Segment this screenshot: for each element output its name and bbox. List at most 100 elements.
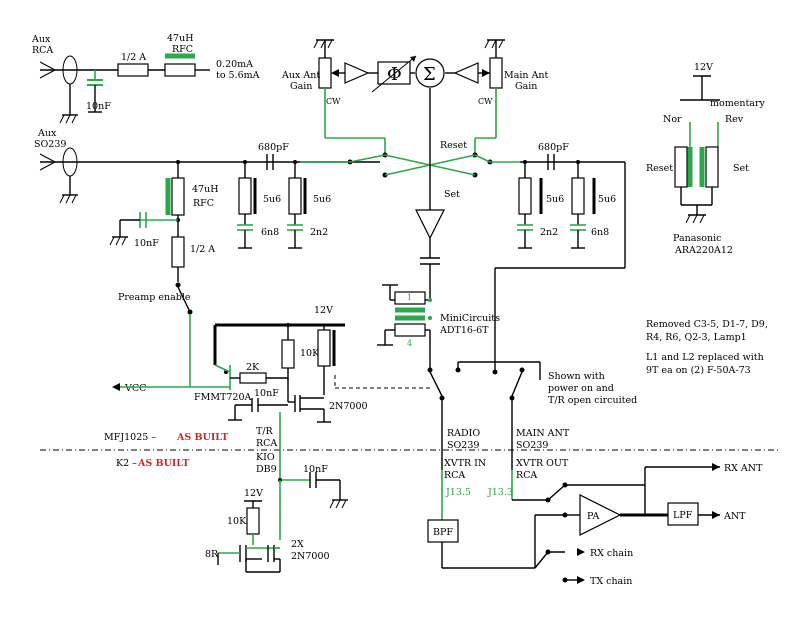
transformer-part-label: ADT16-6T: [439, 325, 489, 336]
k2-mosfet-label-2: 2N7000: [291, 551, 330, 562]
sum-symbol: Σ: [423, 64, 436, 85]
tr-rca-label-2: RCA: [256, 438, 277, 449]
rfc-aux-rca-label-1: 47uH: [167, 33, 194, 44]
aux-ant-gain-pot: [318, 57, 332, 89]
output-buffer-amp: [415, 209, 445, 240]
k2-12v-label: 12V: [244, 488, 263, 499]
k2-interface: 10nF 12V 10K 2X 2N7000 8R: [205, 432, 348, 573]
db9-label: DB9: [256, 464, 277, 475]
relay-coil-tr: [317, 329, 331, 367]
rfc-aux-rca-label-2: RFC: [172, 44, 193, 55]
cap-main-6n8-label: 6n8: [591, 227, 609, 238]
rfc-aux-so239-label-2: RFC: [193, 198, 214, 209]
relay-set-coil: [705, 146, 719, 188]
relay-momentary-label: momentary: [710, 98, 765, 109]
transformer-brand-label: MiniCircuits: [440, 313, 500, 324]
lpf-block: [667, 502, 699, 526]
panasonic-relay-inset: 12V momentary Nor Rev Reset Set Panasoni…: [646, 62, 765, 256]
k2-as-built: AS BUILT: [137, 458, 189, 469]
set-label: Set: [444, 189, 460, 200]
aux-rca-label-2: RCA: [32, 45, 53, 56]
rx-ant-label: RX ANT: [724, 463, 763, 474]
k2-10nf-label: 10nF: [303, 464, 328, 475]
mfj-label: MFJ1025 –: [104, 432, 156, 443]
note-line-2: R4, R6, Q2-3, Lamp1: [646, 332, 747, 343]
inductor-aux-a-label: 5u6: [263, 194, 281, 205]
ant-label: ANT: [723, 511, 746, 522]
main-gain-label-1: Main Ant: [504, 70, 549, 81]
cap-main-2n2-label: 2n2: [540, 227, 558, 238]
inductor-main-5u6-a: [518, 177, 532, 215]
aux-gain-label-2: Gain: [290, 81, 312, 92]
phase-symbol: Φ: [387, 64, 402, 85]
bpf-block: [427, 519, 459, 543]
tr-relay: Shown with power on and T/R open circuit…: [334, 361, 637, 470]
aux-so239-label: Aux: [37, 128, 57, 139]
mfj-as-built: AS BUILT: [176, 432, 228, 443]
pa-label: PA: [587, 511, 600, 522]
inductor-main-a-label: 5u6: [546, 194, 564, 205]
reset-set-relay: Reset Set: [300, 140, 520, 301]
xvtr-in-label-2: RCA: [444, 470, 465, 481]
aux-so239-section: Aux SO239 680pF 47uH RFC 10nF 1/2 A Prea…: [34, 128, 380, 387]
relay-reset-label: Reset: [646, 163, 673, 174]
main-buffer-amp: [453, 62, 479, 84]
tr-note-line2: power on and: [548, 383, 614, 394]
k2-mosfet-label-1: 2X: [291, 539, 304, 550]
main-ant-section: 680pF 5u6 5u6 2n2 6n8: [494, 142, 626, 372]
summing-junction: [415, 58, 445, 88]
j13-5-label: J13.5: [445, 487, 471, 498]
inductor-aux-5u6-a: [238, 177, 252, 215]
xvtr-out-label-2: RCA: [516, 470, 537, 481]
relay-rev-label: Rev: [725, 114, 744, 125]
note-line-4: 9T ea on (2) F-50A-73: [646, 365, 751, 376]
aux-gain-label-1: Aux Ant: [281, 70, 320, 81]
k2-10k-resistor: [246, 507, 260, 535]
bpf-label: BPF: [433, 527, 453, 538]
radio-so239-label-1: RADIO: [447, 428, 480, 439]
cap-aux-2n2-label: 2n2: [310, 227, 328, 238]
tr-note-line1: Shown with: [548, 371, 605, 382]
aux-680pf-label: 680pF: [258, 142, 289, 153]
vcc-label: VCC: [124, 383, 146, 394]
phasing-network: Aux Ant Gain CW Φ Σ Main Ant Gain CW: [281, 39, 549, 155]
relay-nor-label: Nor: [663, 114, 682, 125]
reset-label: Reset: [440, 140, 467, 151]
tr-mosfet-label: 2N7000: [329, 401, 368, 412]
inductor-aux-5u6-b: [288, 177, 302, 215]
inductor-main-5u6-b: [571, 177, 585, 215]
xvtr-out-label-1: XVTR OUT: [516, 458, 569, 469]
pa-block: [579, 494, 622, 536]
tr-rca-label-1: T/R: [256, 426, 274, 437]
main-gain-label-2: Gain: [515, 81, 537, 92]
main-ant-gain-pot: [489, 57, 503, 89]
k2-label: K2 –: [116, 458, 137, 469]
aux-rca-label: Aux: [31, 34, 51, 45]
bias-2k-resistor: [239, 372, 267, 384]
bias-10nf-label: 10nF: [254, 388, 279, 399]
aux-buffer-amp: [344, 62, 370, 84]
transformer-pin4: 4: [407, 339, 412, 348]
kio-label: KIO: [256, 452, 275, 463]
j13-3-label: J13.3: [487, 487, 513, 498]
lpf-label: LPF: [673, 510, 693, 521]
aux-rca-cap-label: 10nF: [86, 101, 111, 112]
relay-set-label: Set: [733, 163, 749, 174]
rx-chain-label: RX chain: [590, 548, 633, 559]
aux-so239-label-2: SO239: [34, 139, 66, 150]
current-range-label-1: 0.20mA: [216, 59, 253, 70]
main-ant-so239-label-1: MAIN ANT: [516, 428, 570, 439]
relay-part-label: ARA220A12: [674, 245, 733, 256]
transformer-pin1: 1: [407, 293, 412, 302]
build-notes: Removed C3-5, D1-7, D9, R4, R6, Q2-3, La…: [646, 319, 768, 376]
main-cw-label: CW: [478, 97, 493, 106]
bias-switch-section: 12V 10K VCC FMMT720A 2K 2N7000: [112, 305, 368, 432]
note-line-3: L1 and L2 replaced with: [646, 352, 764, 363]
rfc-aux-so239: [171, 177, 185, 216]
aux-matching-network: 5u6 5u6 6n8 2n2: [237, 160, 331, 249]
transformer-primary: [394, 291, 426, 305]
minicircuits-transformer: 1 4 MiniCircuits ADT16-6T: [377, 284, 500, 368]
note-line-1: Removed C3-5, D1-7, D9,: [646, 319, 768, 330]
